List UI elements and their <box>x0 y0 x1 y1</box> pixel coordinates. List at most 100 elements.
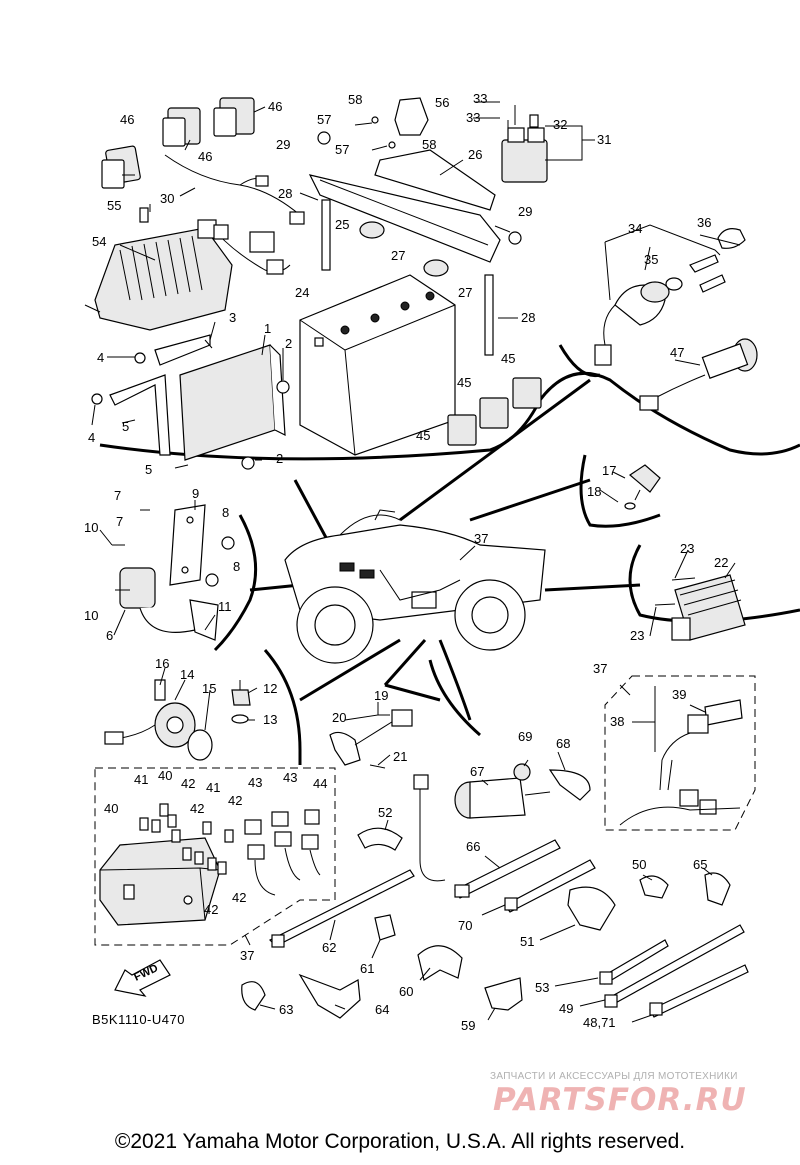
callout-17: 17 <box>602 463 616 478</box>
callout-47: 47 <box>670 345 684 360</box>
cable-ties-and-clamps <box>241 827 749 1019</box>
callout-40: 40 <box>158 768 172 783</box>
callout-20: 20 <box>332 710 346 725</box>
drawing-code: B5K1110-U470 <box>92 1012 185 1027</box>
callout-42: 42 <box>204 902 218 917</box>
callout-37: 37 <box>474 531 488 546</box>
callout-70: 70 <box>458 918 472 933</box>
relay-group-top-left <box>101 97 305 225</box>
callout-22: 22 <box>714 555 728 570</box>
callout-45: 45 <box>457 375 471 390</box>
callout-27: 27 <box>391 248 405 263</box>
fwd-arrow: FWD <box>114 959 171 997</box>
callout-58: 58 <box>348 92 362 107</box>
callout-labels: 46 46 46 55 30 54 57 58 56 29 57 58 33 3… <box>84 91 728 1033</box>
callout-19: 19 <box>374 688 388 703</box>
callout-45: 45 <box>416 428 430 443</box>
callout-21: 21 <box>393 749 407 764</box>
watermark-tagline: ЗАПЧАСТИ И АКСЕССУАРЫ ДЛЯ МОТОТЕХНИКИ <box>490 1071 738 1082</box>
main-switch-group <box>594 224 746 366</box>
callout-40: 40 <box>104 801 118 816</box>
callout-46: 46 <box>198 149 212 164</box>
callout-61: 61 <box>360 961 374 976</box>
callout-6: 6 <box>106 628 113 643</box>
callout-11: 11 <box>218 599 232 614</box>
battery-group <box>299 97 522 456</box>
callout-43: 43 <box>283 770 297 785</box>
callout-46: 46 <box>120 112 134 127</box>
callout-54: 54 <box>92 234 106 249</box>
callout-29: 29 <box>276 137 290 152</box>
leader-lines <box>91 101 741 1023</box>
callout-3: 3 <box>229 310 236 325</box>
callout-15: 15 <box>202 681 216 696</box>
callout-29: 29 <box>518 204 532 219</box>
callout-7: 7 <box>114 488 121 503</box>
callout-10: 10 <box>84 520 98 535</box>
callout-8: 8 <box>222 505 229 520</box>
sub-harness-frame <box>604 675 756 831</box>
callout-42: 42 <box>228 793 242 808</box>
callout-33: 33 <box>466 110 480 125</box>
callout-60: 60 <box>399 984 413 999</box>
callout-4: 4 <box>97 350 104 365</box>
callout-42: 42 <box>190 801 204 816</box>
callout-34: 34 <box>628 221 642 236</box>
callout-45: 45 <box>501 351 515 366</box>
callout-5: 5 <box>122 419 129 434</box>
speed-sensor-group <box>104 679 213 761</box>
callout-48-71: 48,71 <box>583 1015 616 1030</box>
watermark-logo: PARTSFOR.RU <box>493 1082 747 1118</box>
callout-31: 31 <box>597 132 611 147</box>
callout-65: 65 <box>693 857 707 872</box>
callout-53: 53 <box>535 980 549 995</box>
copyright-notice: ©2021 Yamaha Motor Corporation, U.S.A. A… <box>114 1130 686 1153</box>
callout-5: 5 <box>145 462 152 477</box>
callout-4: 4 <box>88 430 95 445</box>
callout-55: 55 <box>107 198 121 213</box>
callout-23: 23 <box>680 541 694 556</box>
starter-relay <box>501 105 548 183</box>
callout-28: 28 <box>521 310 535 325</box>
callout-8: 8 <box>233 559 240 574</box>
callout-46: 46 <box>268 99 282 114</box>
callout-42: 42 <box>181 776 195 791</box>
callout-32: 32 <box>553 117 567 132</box>
callout-10: 10 <box>84 608 98 623</box>
callout-43: 43 <box>248 775 262 790</box>
callout-51: 51 <box>520 934 534 949</box>
callout-57: 57 <box>335 142 349 157</box>
callout-28: 28 <box>278 186 292 201</box>
callout-44: 44 <box>313 776 327 791</box>
callout-13: 13 <box>263 712 277 727</box>
callout-69: 69 <box>518 729 532 744</box>
thermo-switch <box>624 464 661 510</box>
group-boundaries <box>99 344 800 765</box>
callout-62: 62 <box>322 940 336 955</box>
callout-56: 56 <box>435 95 449 110</box>
ignition-coil-group <box>112 504 235 641</box>
starter-component <box>413 763 591 882</box>
callout-41: 41 <box>134 772 148 787</box>
callout-42: 42 <box>232 890 246 905</box>
callout-27: 27 <box>458 285 472 300</box>
callout-25: 25 <box>335 217 349 232</box>
dc-socket <box>639 338 758 411</box>
callout-57: 57 <box>317 112 331 127</box>
callout-38: 38 <box>610 714 624 729</box>
crank-sensor <box>329 709 413 769</box>
ecu-unit <box>84 207 291 331</box>
callout-39: 39 <box>672 687 686 702</box>
callout-50: 50 <box>632 857 646 872</box>
relay-bracket-assembly <box>91 334 290 470</box>
callout-63: 63 <box>279 1002 293 1017</box>
callout-67: 67 <box>470 764 484 779</box>
atv-silhouette <box>284 509 546 664</box>
callout-26: 26 <box>468 147 482 162</box>
callout-36: 36 <box>697 215 711 230</box>
callout-59: 59 <box>461 1018 475 1033</box>
callout-14: 14 <box>180 667 194 682</box>
callout-64: 64 <box>375 1002 389 1017</box>
callout-66: 66 <box>466 839 480 854</box>
